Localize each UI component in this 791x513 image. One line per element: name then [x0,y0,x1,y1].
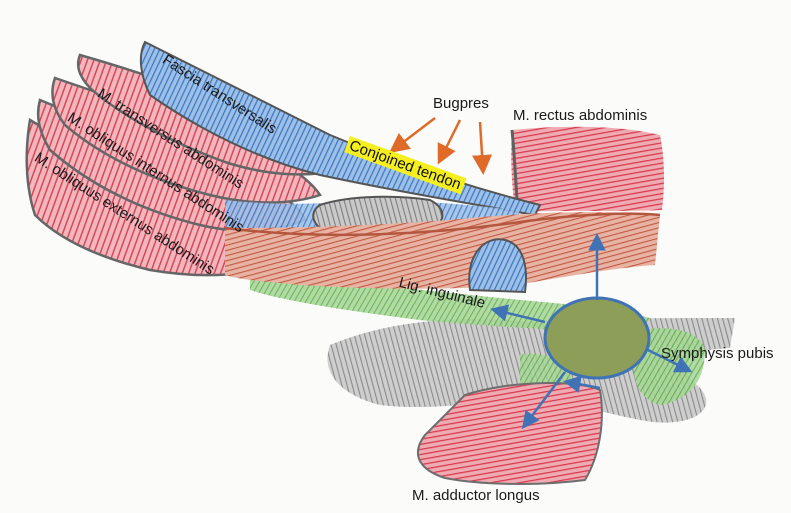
label-symphysis-pubis: Symphysis pubis [661,346,774,361]
rectus-abdominis-muscle [511,127,664,212]
label-adductor-longus: M. adductor longus [412,488,540,503]
bugpres-arrow-right [480,122,483,170]
bugpres-arrow-middle [440,120,460,160]
label-rectus-abdominis: M. rectus abdominis [513,108,647,123]
bugpres-arrow-left [393,118,435,150]
symphysis-pubis-ellipse [545,298,649,378]
label-bugpres: Bugpres [433,96,489,111]
